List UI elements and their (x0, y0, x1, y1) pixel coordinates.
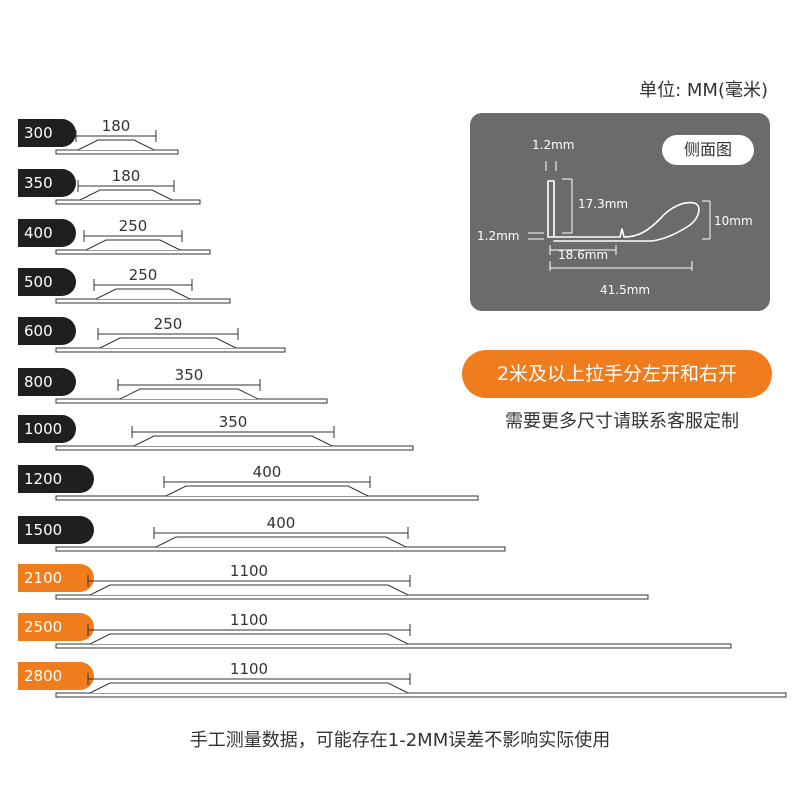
handle-length-label: 350 (219, 413, 248, 431)
unit-label: 单位: MM(毫米) (639, 80, 768, 101)
profile-vertical-leg (547, 180, 555, 238)
handle-length-label: 250 (119, 217, 148, 235)
profile-base-handle (553, 201, 700, 242)
size-badge (18, 119, 76, 147)
bar-base (55, 445, 414, 451)
handle-direction-note: 2米及以上拉手分左开和右开 (462, 350, 772, 398)
size-label: 1200 (24, 470, 62, 488)
handle-length-label: 400 (253, 463, 282, 481)
size-label: 500 (24, 273, 53, 291)
side-view-title: 侧面图 (662, 135, 754, 165)
handle-shape (89, 682, 409, 694)
bar-base (55, 643, 732, 649)
handle-shape (89, 633, 409, 645)
dim-thickness-left: 1.2mm (477, 229, 519, 243)
handle-shape (79, 189, 173, 201)
handle-length-label: 180 (112, 167, 141, 185)
handle-length-label: 250 (129, 266, 158, 284)
dim-handle-height: 10mm (714, 214, 753, 228)
handle-shape (155, 536, 407, 548)
size-label: 300 (24, 124, 53, 142)
size-label: 2800 (24, 667, 62, 685)
bar-base (55, 249, 211, 255)
handle-shape (89, 584, 409, 596)
size-badge (18, 169, 76, 197)
handle-shape (99, 337, 237, 349)
dim-thickness-top: 1.2mm (532, 138, 574, 152)
size-label: 800 (24, 373, 53, 391)
size-badge (18, 564, 94, 592)
custom-size-contact-note: 需要更多尺寸请联系客服定制 (505, 411, 739, 432)
size-label: 350 (24, 174, 53, 192)
size-badge (18, 368, 76, 396)
side-view-profile: 1.2mm 17.3mm 1.2mm 18.6mm 10mm 41.5mm (477, 138, 753, 297)
handle-length-label: 180 (102, 117, 131, 135)
bar-base (55, 594, 649, 600)
size-badge (18, 415, 76, 443)
handle-length-label: 1100 (230, 562, 268, 580)
handle-shape (165, 485, 369, 497)
size-label: 2500 (24, 618, 62, 636)
bar-base (55, 495, 479, 501)
handle-length-label: 250 (154, 315, 183, 333)
bar-base (55, 298, 231, 304)
handle-shape (85, 239, 181, 251)
size-label: 1000 (24, 420, 62, 438)
size-badge (18, 465, 94, 493)
side-view-panel: 1.2mm 17.3mm 1.2mm 18.6mm 10mm 41.5mm 侧面… (470, 113, 770, 311)
size-badge (18, 317, 76, 345)
handle-length-label: 400 (267, 514, 296, 532)
size-label: 2100 (24, 569, 62, 587)
bar-base (55, 199, 201, 205)
dim-base: 18.6mm (558, 248, 608, 262)
size-label: 400 (24, 224, 53, 242)
bar-base (55, 347, 286, 353)
handle-length-label: 1100 (230, 611, 268, 629)
bar-base (55, 149, 179, 155)
size-label: 1500 (24, 521, 62, 539)
handle-shape (119, 388, 259, 400)
handle-length-label: 1100 (230, 660, 268, 678)
handle-length-label: 350 (175, 366, 204, 384)
size-badge (18, 219, 76, 247)
size-badge (18, 662, 94, 690)
bar-base (55, 692, 787, 698)
measurement-disclaimer: 手工测量数据，可能存在1-2MM误差不影响实际使用 (189, 730, 611, 751)
bar-base (55, 398, 328, 404)
size-badge (18, 516, 94, 544)
bar-base (55, 546, 506, 552)
size-badge (18, 613, 94, 641)
handle-shape (95, 288, 191, 300)
dim-total-width: 41.5mm (600, 283, 650, 297)
dim-height: 17.3mm (578, 197, 628, 211)
size-label: 600 (24, 322, 53, 340)
size-badge (18, 268, 76, 296)
handle-shape (77, 139, 155, 151)
handle-shape (133, 435, 333, 447)
